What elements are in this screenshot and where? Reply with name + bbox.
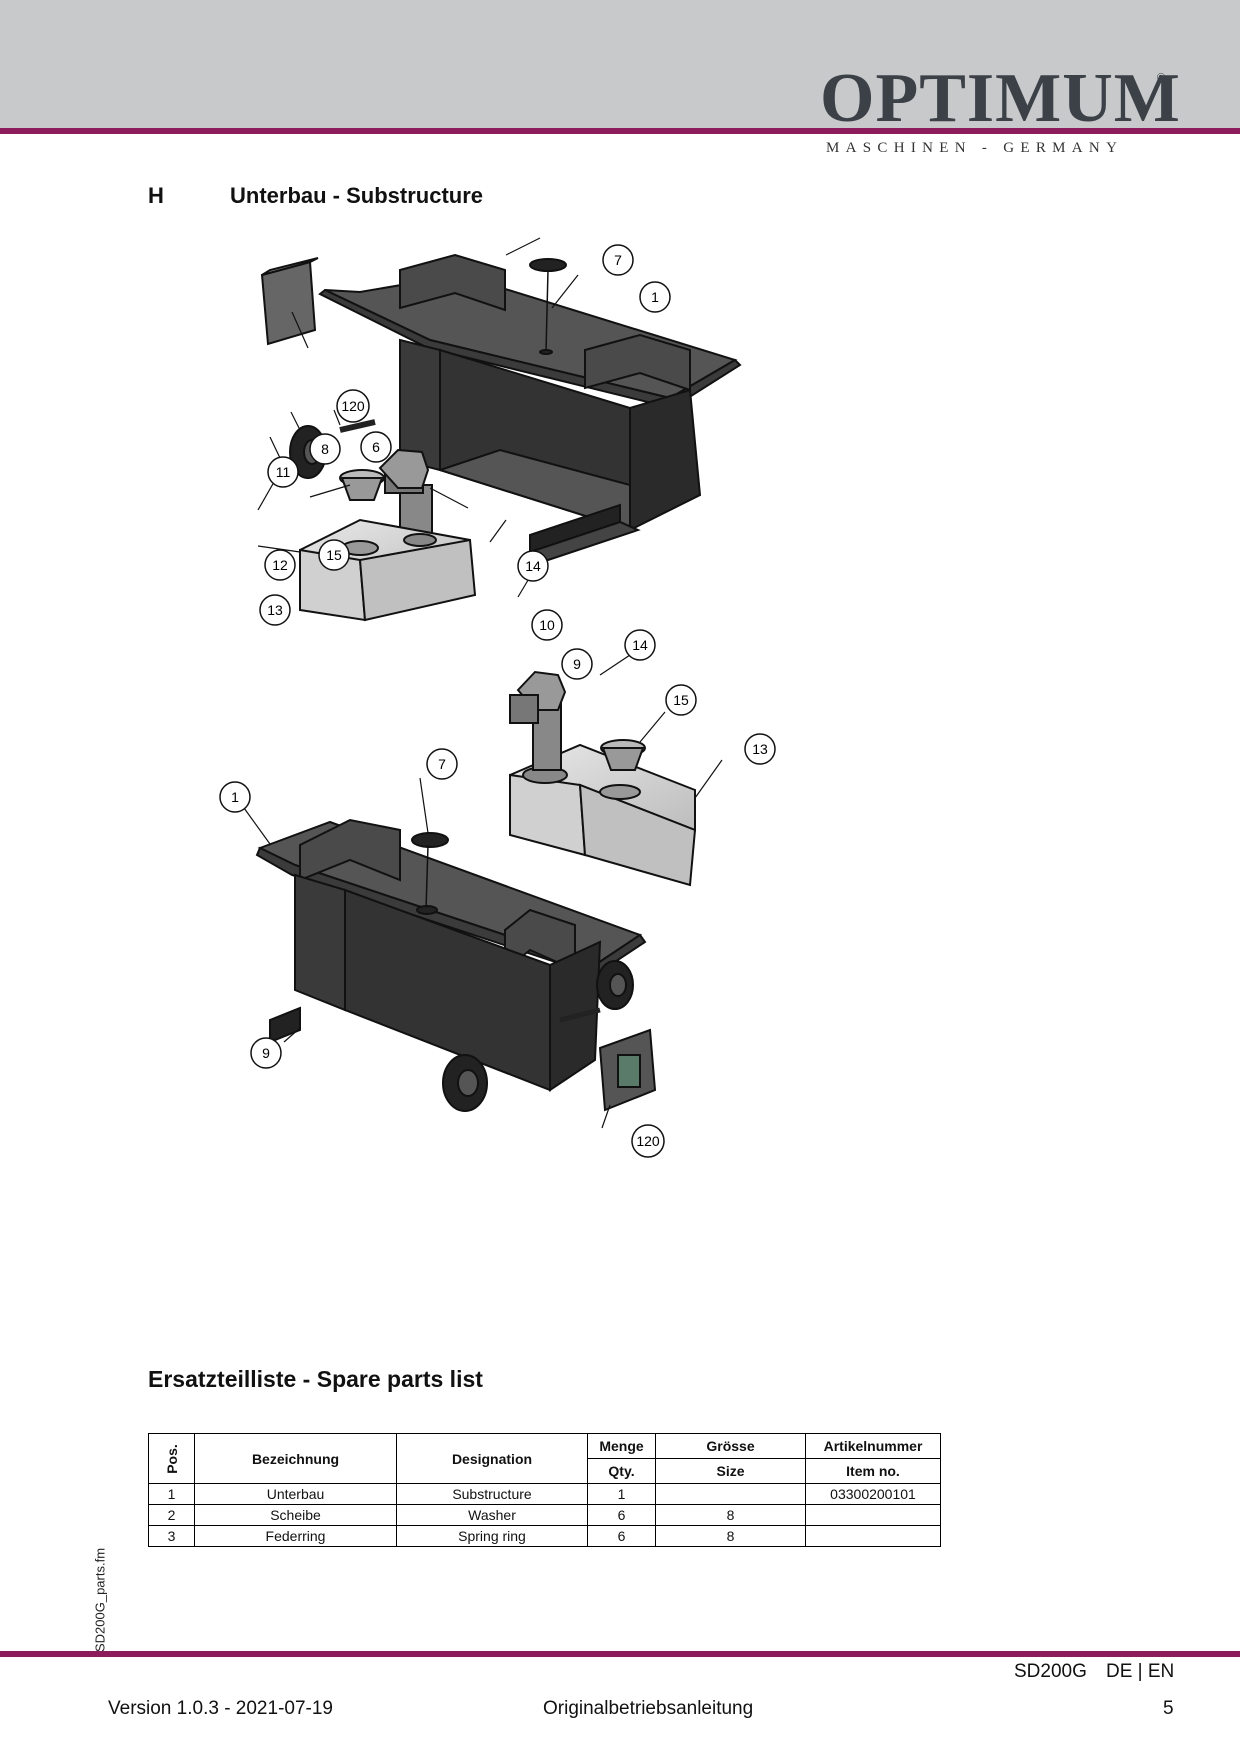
callout-7-bottom: 7 bbox=[426, 748, 458, 780]
bottom-assembly bbox=[243, 654, 723, 1129]
cell-size: 8 bbox=[655, 1504, 806, 1526]
cell-bezeichnung: Federring bbox=[194, 1525, 397, 1547]
svg-text:9: 9 bbox=[262, 1045, 270, 1061]
callouts-bottom: 14 15 13 7 1 9 120 bbox=[219, 629, 776, 1158]
cell-item-no bbox=[805, 1504, 941, 1526]
section-title: Unterbau - Substructure bbox=[230, 183, 484, 208]
callout-7-top: 7 bbox=[602, 244, 634, 276]
callout-14-top: 14 bbox=[517, 550, 549, 582]
svg-text:1: 1 bbox=[231, 789, 239, 805]
header-item-no: Item no. bbox=[805, 1458, 941, 1484]
parts-list-title: Ersatzteilliste - Spare parts list bbox=[148, 1366, 483, 1392]
brand-tagline: MASCHINEN - GERMANY bbox=[826, 140, 1124, 156]
cell-item-no bbox=[805, 1525, 941, 1547]
cell-designation: Washer bbox=[396, 1504, 588, 1526]
cell-bezeichnung: Scheibe bbox=[194, 1504, 397, 1526]
svg-text:120: 120 bbox=[636, 1133, 660, 1149]
svg-text:9: 9 bbox=[573, 656, 581, 672]
parts-table-header-row-2: Qty. Size Item no. bbox=[149, 1458, 941, 1484]
svg-text:15: 15 bbox=[326, 547, 342, 563]
callout-6-top: 6 bbox=[360, 431, 392, 463]
cell-item-no: 03300200101 bbox=[805, 1483, 941, 1505]
svg-text:12: 12 bbox=[272, 557, 288, 573]
callout-13-top: 13 bbox=[259, 594, 291, 626]
parts-table-header-row-1: Pos. Bezeichnung Designation Menge Gröss… bbox=[148, 1433, 941, 1484]
brand-logo: OPTIMUM bbox=[820, 60, 1181, 137]
header-band bbox=[0, 0, 1240, 128]
table-row: 3 Federring Spring ring 6 8 bbox=[148, 1525, 941, 1547]
svg-text:13: 13 bbox=[752, 741, 768, 757]
svg-text:6: 6 bbox=[372, 439, 380, 455]
svg-text:15: 15 bbox=[673, 692, 689, 708]
header-qty: Qty. bbox=[587, 1458, 656, 1484]
cell-pos: 3 bbox=[148, 1525, 195, 1547]
footer-rule bbox=[0, 1651, 1240, 1657]
cell-qty: 6 bbox=[587, 1525, 656, 1547]
svg-text:13: 13 bbox=[267, 602, 283, 618]
exploded-view-diagram: 7 1 120 8 6 11 15 14 12 13 10 9 bbox=[219, 237, 776, 1158]
callout-13-bottom: 13 bbox=[744, 733, 776, 765]
header-designation: Designation bbox=[396, 1433, 588, 1484]
table-row: 1 Unterbau Substructure 1 03300200101 bbox=[148, 1483, 941, 1505]
cell-pos: 2 bbox=[148, 1504, 195, 1526]
header-bezeichnung: Bezeichnung bbox=[194, 1433, 397, 1484]
callout-15-bottom: 15 bbox=[665, 684, 697, 716]
svg-text:7: 7 bbox=[614, 252, 622, 268]
cell-qty: 1 bbox=[587, 1483, 656, 1505]
header-size: Size bbox=[655, 1458, 806, 1484]
page-number: 5 bbox=[1163, 1698, 1174, 1719]
callout-11-top: 11 bbox=[267, 456, 299, 488]
svg-text:7: 7 bbox=[438, 756, 446, 772]
callout-9-top: 9 bbox=[561, 648, 593, 680]
svg-text:11: 11 bbox=[276, 464, 291, 480]
callout-14-bottom: 14 bbox=[624, 629, 656, 661]
callout-1-top: 1 bbox=[639, 281, 671, 313]
svg-text:14: 14 bbox=[525, 558, 541, 574]
svg-text:1: 1 bbox=[651, 289, 659, 305]
header-artikelnummer: Artikelnummer bbox=[805, 1433, 941, 1459]
cell-size bbox=[655, 1483, 806, 1505]
cell-size: 8 bbox=[655, 1525, 806, 1547]
callout-12-top: 12 bbox=[264, 549, 296, 581]
svg-text:10: 10 bbox=[539, 617, 555, 633]
callout-9-bottom: 9 bbox=[250, 1037, 282, 1069]
callout-1-bottom: 1 bbox=[219, 781, 251, 813]
header-rule bbox=[0, 128, 1240, 134]
footer-document-title: Originalbetriebsanleitung bbox=[543, 1698, 754, 1719]
callouts-top: 7 1 120 8 6 11 15 14 12 13 10 9 bbox=[259, 244, 671, 680]
callout-15-top: 15 bbox=[318, 539, 350, 571]
callout-10-top: 10 bbox=[531, 609, 563, 641]
table-row: 2 Scheibe Washer 6 8 bbox=[148, 1504, 941, 1526]
cell-bezeichnung: Unterbau bbox=[194, 1483, 397, 1505]
callout-120-bottom: 120 bbox=[631, 1124, 665, 1158]
cell-designation: Spring ring bbox=[396, 1525, 588, 1547]
side-filename: SD200G_parts.fm bbox=[92, 1547, 108, 1653]
svg-text:120: 120 bbox=[341, 398, 365, 414]
header-pos: Pos. bbox=[148, 1433, 195, 1484]
callout-8-top: 8 bbox=[309, 433, 341, 465]
footer-model: SD200G bbox=[1014, 1661, 1087, 1682]
cell-pos: 1 bbox=[148, 1483, 195, 1505]
footer-languages: DE | EN bbox=[1106, 1661, 1175, 1682]
section-letter: H bbox=[148, 183, 164, 208]
parts-table: Pos. Bezeichnung Designation Menge Gröss… bbox=[148, 1433, 941, 1547]
brand-registered-mark: ® bbox=[1157, 72, 1166, 84]
header-menge: Menge bbox=[587, 1433, 656, 1459]
header-groesse: Grösse bbox=[655, 1433, 806, 1459]
cell-designation: Substructure bbox=[396, 1483, 588, 1505]
callout-120-top: 120 bbox=[336, 389, 370, 423]
svg-text:14: 14 bbox=[632, 637, 648, 653]
cell-qty: 6 bbox=[587, 1504, 656, 1526]
svg-text:8: 8 bbox=[321, 441, 329, 457]
top-assembly bbox=[257, 237, 742, 622]
footer-version: Version 1.0.3 - 2021-07-19 bbox=[108, 1698, 333, 1719]
